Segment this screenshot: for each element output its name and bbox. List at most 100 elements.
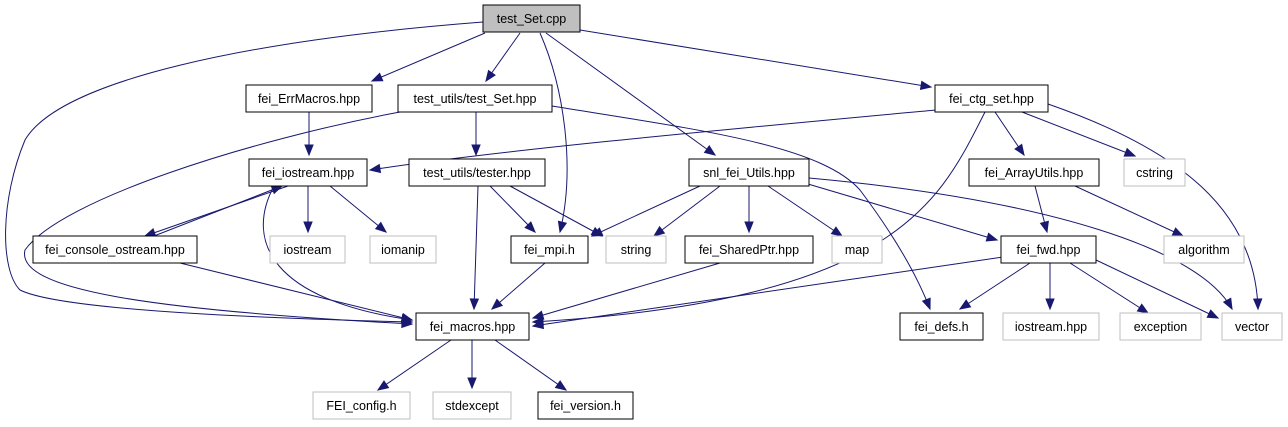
node-box xyxy=(1221,312,1283,341)
node-label: test_Set.cpp xyxy=(497,12,567,26)
node-cstring: cstring xyxy=(1123,158,1186,187)
edge-snl_fei_Utils_hpp-to-fei_fwd_hpp xyxy=(807,183,999,242)
edge-fei_ctg_set_hpp-to-vector xyxy=(1047,103,1263,311)
node-box xyxy=(397,84,553,113)
node-label: FEI_config.h xyxy=(326,399,396,413)
edge-fei_ctg_set_hpp-to-cstring xyxy=(1021,111,1137,157)
arrowhead-icon xyxy=(703,145,717,156)
edge-line xyxy=(491,262,546,310)
node-test-utils-tester-hpp[interactable]: test_utils/tester.hpp xyxy=(408,158,546,187)
arrowhead-icon xyxy=(1045,298,1055,311)
edge-line xyxy=(767,185,843,237)
arrowhead-icon xyxy=(531,319,545,330)
arrowhead-icon xyxy=(652,225,666,237)
edge-test_Set_cpp-to-fei_ErrMacros_hpp xyxy=(370,32,486,82)
arrowhead-icon xyxy=(1252,298,1263,311)
edge-line xyxy=(144,185,289,237)
node-fei-ctg-set-hpp[interactable]: fei_ctg_set.hpp xyxy=(934,84,1049,113)
arrowhead-icon xyxy=(368,163,382,174)
edge-line xyxy=(371,32,486,82)
edge-line xyxy=(179,262,413,321)
node-label: map xyxy=(845,243,869,257)
edge-line xyxy=(808,177,1233,310)
arrowhead-icon xyxy=(554,380,568,391)
arrowhead-icon xyxy=(1171,227,1185,237)
edge-fei_fwd_hpp-to-vector xyxy=(1095,259,1220,319)
node-fei-iostream-hpp[interactable]: fei_iostream.hpp xyxy=(248,158,368,187)
node-box xyxy=(831,235,883,264)
edge-line xyxy=(329,185,387,233)
edge-test_Set_cpp-to-snl_fei_Utils_hpp xyxy=(545,32,717,156)
node-box xyxy=(1119,312,1202,341)
nodes-layer: test_Set.cpp fei_ErrMacros.hpp test_utils/… xyxy=(32,4,1283,420)
node-snl-fei-utils-hpp[interactable]: snl_fei_Utils.hpp xyxy=(688,158,810,187)
edge-line xyxy=(959,262,1031,310)
arrowhead-icon xyxy=(143,228,157,238)
edge-line xyxy=(1074,185,1184,237)
arrowhead-icon xyxy=(1123,147,1137,157)
edge-fei_iostream_hpp-to-iostream xyxy=(303,186,313,234)
node-string: string xyxy=(605,235,667,264)
node-label: fei_ArrayUtils.hpp xyxy=(985,166,1084,180)
node-stdexcept: stdexcept xyxy=(432,391,512,420)
arrowhead-icon xyxy=(374,221,388,233)
node-iostream: iostream xyxy=(269,235,346,264)
node-label: fei_fwd.hpp xyxy=(1017,243,1081,257)
edge-snl_fei_Utils_hpp-to-string xyxy=(652,185,721,237)
node-fei-errmacros-hpp[interactable]: fei_ErrMacros.hpp xyxy=(245,84,373,113)
edge-line xyxy=(532,262,721,319)
edge-test_utils_tester_hpp-to-string xyxy=(509,185,604,237)
edge-line xyxy=(807,183,998,241)
node-label: snl_fei_Utils.hpp xyxy=(703,166,795,180)
node-box xyxy=(369,235,437,264)
node-test-utils-test-set-hpp[interactable]: test_utils/test_Set.hpp xyxy=(397,84,553,113)
arrowhead-icon xyxy=(1222,297,1233,311)
node-fei-mpi-h[interactable]: fei_mpi.h xyxy=(510,235,589,264)
edge-snl_fei_Utils_hpp-to-fei_SharedPtr_hpp xyxy=(744,186,754,234)
arrowhead-icon xyxy=(524,221,536,233)
node-label: stdexcept xyxy=(445,399,499,413)
node-test-set-cpp: test_Set.cpp xyxy=(482,4,581,33)
edge-test_Set_cpp-to-fei_mpi_h xyxy=(539,32,568,234)
node-label: fei_console_ostream.hpp xyxy=(45,243,185,257)
arrowhead-icon xyxy=(485,69,496,83)
arrowhead-icon xyxy=(400,312,414,323)
node-label: algorithm xyxy=(1178,243,1229,257)
node-label: fei_macros.hpp xyxy=(430,320,516,334)
node-box xyxy=(408,158,546,187)
node-label: test_utils/tester.hpp xyxy=(423,166,531,180)
arrowhead-icon xyxy=(531,310,545,320)
node-box xyxy=(432,391,512,420)
edge-line xyxy=(377,339,452,391)
node-box xyxy=(537,391,634,420)
edge-fei_iostream_hpp-to-fei_console_ostream_hpp xyxy=(143,185,289,238)
arrowhead-icon xyxy=(490,298,504,310)
edge-line xyxy=(1069,262,1149,314)
arrowhead-icon xyxy=(985,232,999,242)
node-fei-console-ostream-hpp[interactable]: fei_console_ostream.hpp xyxy=(32,235,198,264)
edge-line xyxy=(5,21,484,323)
node-box xyxy=(899,312,984,341)
edge-line xyxy=(551,105,931,310)
node-fei-defs-h[interactable]: fei_defs.h xyxy=(899,312,984,341)
node-algorithm: algorithm xyxy=(1163,235,1245,264)
arrowhead-icon xyxy=(303,221,313,234)
node-fei-arrayutils-hpp[interactable]: fei_ArrayUtils.hpp xyxy=(968,158,1100,187)
node-label: iomanip xyxy=(381,243,425,257)
node-box xyxy=(245,84,373,113)
edge-fei_fwd_hpp-to-fei_macros_hpp xyxy=(531,256,1004,330)
node-fei-version-h[interactable]: fei_version.h xyxy=(537,391,634,420)
node-box xyxy=(482,4,581,33)
arrowhead-icon xyxy=(304,144,314,157)
node-fei-sharedptr-hpp[interactable]: fei_SharedPtr.hpp xyxy=(684,235,814,264)
edge-fei_macros_hpp-to-FEI_config_h xyxy=(376,339,452,391)
node-box xyxy=(688,158,810,187)
edge-line xyxy=(509,185,603,237)
edge-fei_mpi_h-to-fei_macros_hpp xyxy=(490,262,546,310)
node-fei-macros-hpp[interactable]: fei_macros.hpp xyxy=(415,312,530,341)
node-box xyxy=(312,391,411,420)
edge-fei_ctg_set_hpp-to-fei_macros_hpp xyxy=(531,111,986,327)
node-box xyxy=(510,235,589,264)
edge-fei_fwd_hpp-to-iostream_hpp xyxy=(1045,263,1055,311)
node-fei-fwd-hpp[interactable]: fei_fwd.hpp xyxy=(1000,235,1097,264)
